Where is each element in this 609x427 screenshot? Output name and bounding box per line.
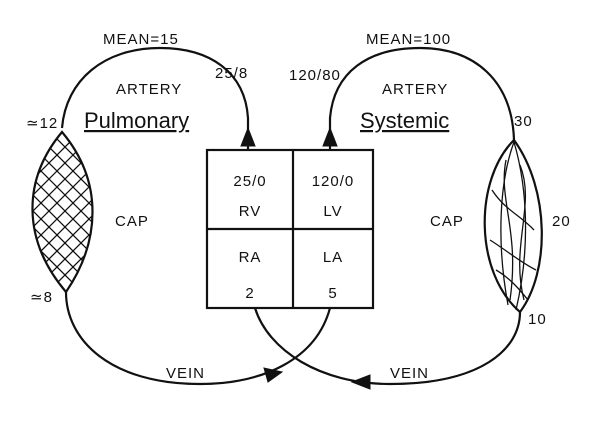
systemic-vein-arrow (350, 374, 371, 390)
pulmonary-vein-loop (64, 291, 332, 386)
systemic-mean-label: MEAN=100 (366, 31, 451, 48)
lv-pressure: 120/0 (312, 173, 355, 190)
ra-pressure: 2 (245, 285, 254, 302)
systemic-cap-bottom-pressure: 10 (528, 311, 547, 328)
pulmonary-vein-label: VEIN (166, 365, 205, 382)
pulmonary-cap-top-pressure: ≃12 (26, 115, 58, 132)
systemic-artery-arrow (322, 126, 338, 147)
heart-chambers (205, 148, 375, 310)
systemic-cap-label: CAP (430, 213, 464, 230)
pulmonary-vein-arrow (263, 367, 284, 383)
pulmonary-artery-pressure: 25/8 (215, 65, 248, 82)
systemic-artery-label: ARTERY (382, 81, 448, 98)
pulmonary-mean-label: MEAN=15 (103, 31, 179, 48)
pulmonary-artery-loop (60, 46, 250, 150)
systemic-artery-loop (328, 46, 516, 150)
pulmonary-cap-bottom-pressure: ≃8 (30, 289, 53, 306)
pulmonary-cap-label: CAP (115, 213, 149, 230)
systemic-vein-label: VEIN (390, 365, 429, 382)
rv-label: RV (239, 203, 262, 220)
rv-pressure: 25/0 (233, 173, 266, 190)
systemic-cap-mid-pressure: 20 (552, 213, 571, 230)
pulmonary-title: Pulmonary (84, 108, 189, 133)
systemic-cap-top-pressure: 30 (514, 113, 533, 130)
ra-label: RA (239, 249, 262, 266)
pulmonary-artery-arrow (240, 126, 256, 147)
systemic-capillary-bed (483, 138, 543, 314)
lv-label: LV (323, 203, 342, 220)
systemic-title: Systemic (360, 108, 449, 133)
pulmonary-artery-label: ARTERY (116, 81, 182, 98)
la-pressure: 5 (328, 285, 337, 302)
systemic-artery-pressure: 120/80 (289, 67, 341, 84)
la-label: LA (323, 249, 343, 266)
systemic-vein-loop (253, 307, 522, 386)
